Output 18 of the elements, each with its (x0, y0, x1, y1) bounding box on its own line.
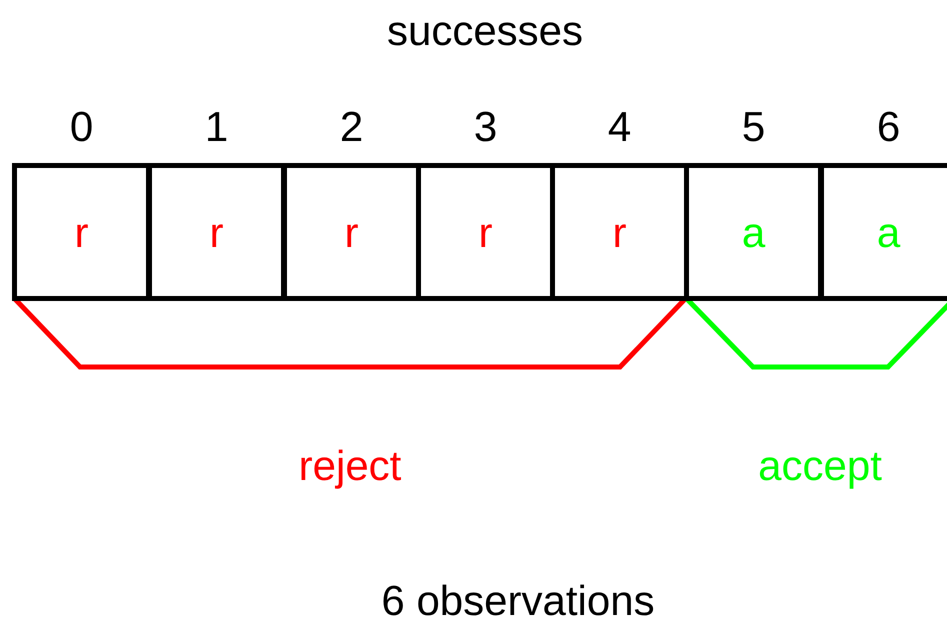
column-number: 5 (742, 106, 766, 148)
cell-letter: r (612, 212, 626, 254)
heading: successes (386, 10, 584, 52)
cell-letter: r (478, 212, 492, 254)
cell-letter: a (876, 212, 900, 254)
range-label: accept (758, 445, 882, 487)
caption: 6 observations (381, 580, 655, 618)
column-number: 3 (474, 106, 498, 148)
cell-letter: a (742, 212, 766, 254)
cell-letter: r (74, 212, 88, 254)
column-number: 0 (70, 106, 94, 148)
range-label: reject (298, 445, 402, 487)
column-number: 4 (608, 106, 632, 148)
column-number: 2 (340, 106, 364, 148)
column-number: 1 (204, 106, 228, 148)
column-number: 6 (876, 106, 900, 148)
cell-letter: r (210, 212, 224, 254)
cell-letter: r (344, 212, 358, 254)
